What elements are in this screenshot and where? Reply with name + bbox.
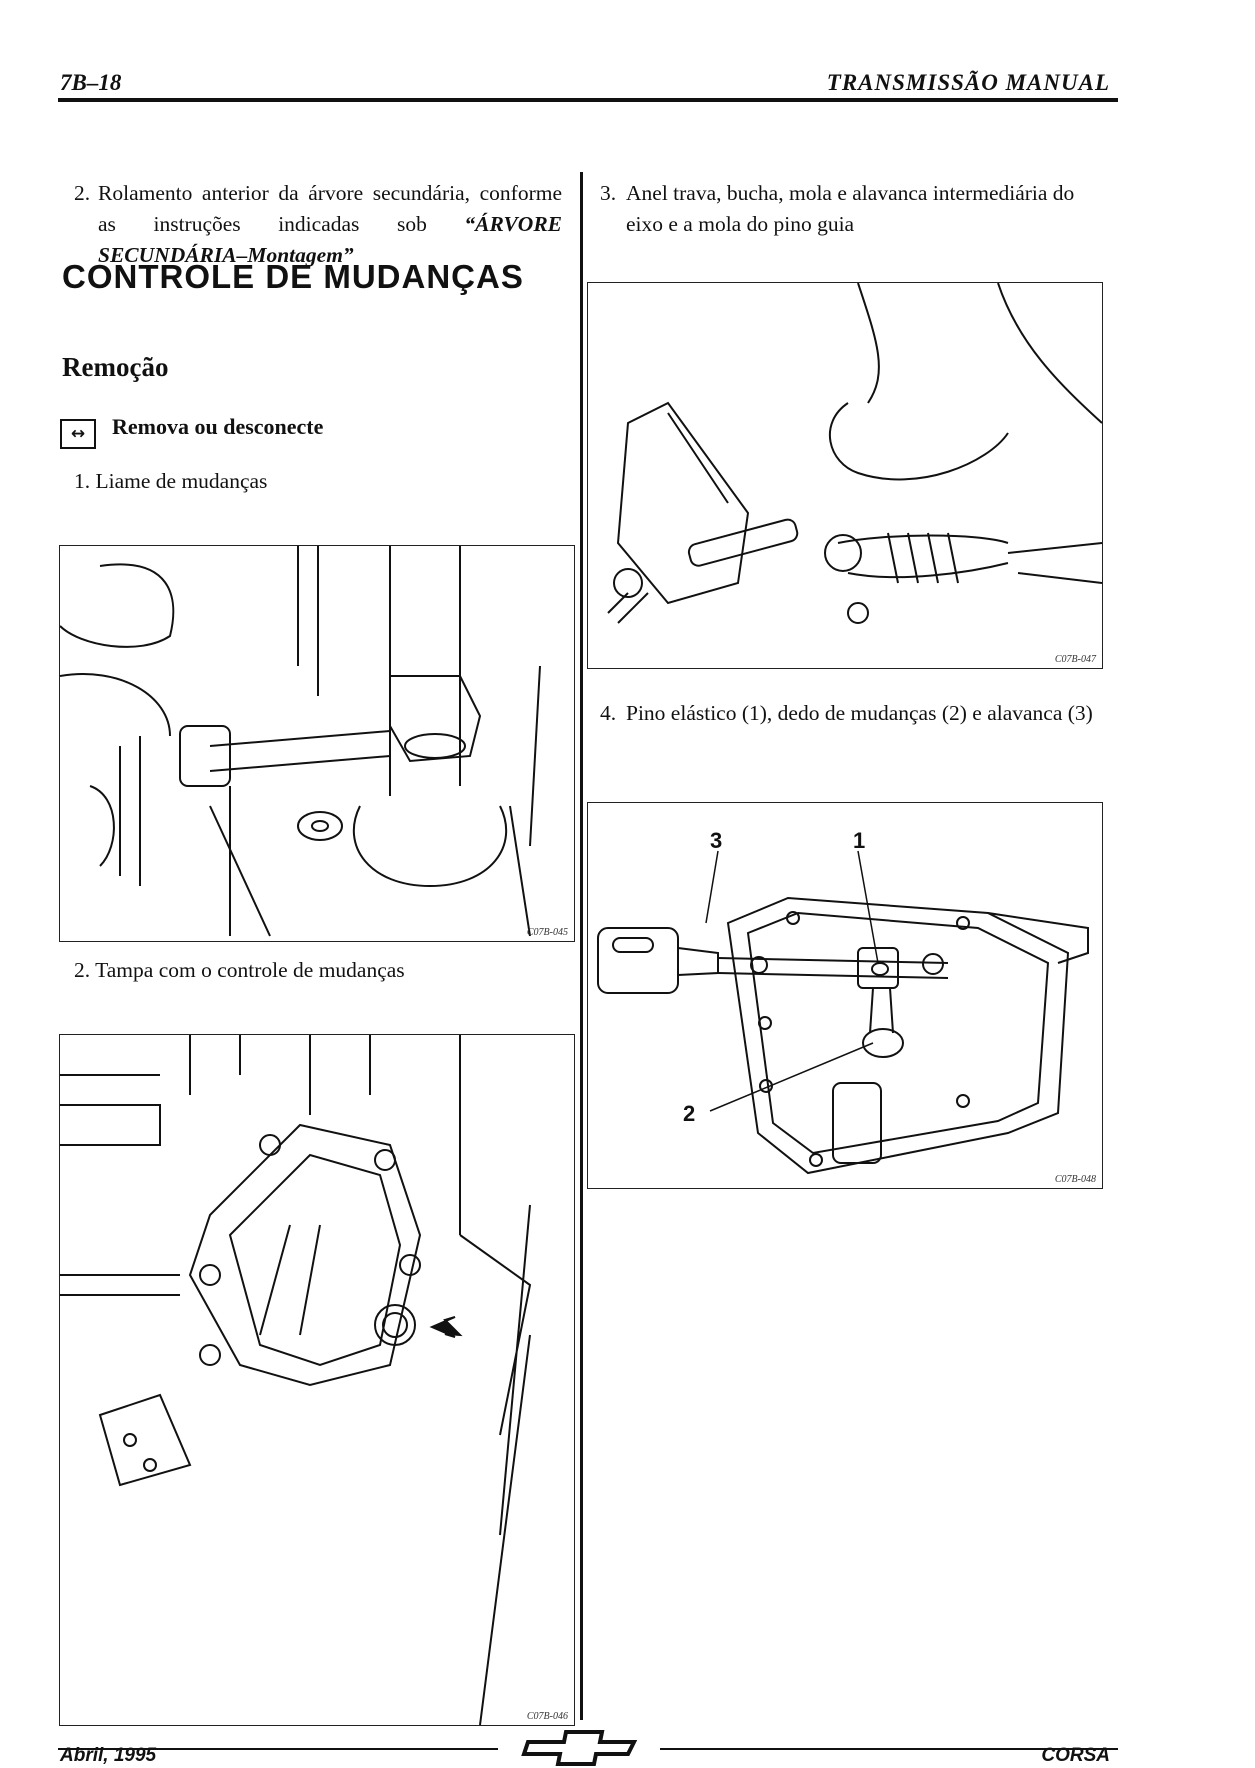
step-4: 4. Pino elástico (1), dedo de mudanças (… (600, 698, 1100, 729)
figure-lock-ring-removal: C07B-047 (587, 282, 1103, 669)
figure-shift-cover: C07B-046 (59, 1034, 575, 1726)
shift-finger-illustration: 3 1 2 (597, 828, 1089, 1175)
figure-shift-linkage: C07B-045 (59, 545, 575, 942)
remove-label: Remova ou desconecte (112, 414, 324, 439)
step-text: Tampa com o controle de mudanças (95, 958, 405, 982)
lock-ring-removal-illustration (607, 283, 1102, 624)
callout-1: 1 (853, 828, 865, 853)
figure-code: C07B-045 (526, 927, 568, 938)
chapter-title: TRANSMISSÃO MANUAL (826, 70, 1110, 95)
remove-disconnect-icon: ↔ (60, 419, 96, 449)
shift-linkage-illustration (60, 546, 541, 937)
cross-reference: “ÁRVORE SECUNDÁRIA–Montagem” (98, 212, 562, 267)
step-number: 3. (600, 181, 617, 205)
figure-code: C07B-048 (1054, 1174, 1096, 1185)
shift-cover-illustration (60, 1035, 532, 1725)
figure-shift-finger: 3 1 2 C07B-048 (587, 802, 1103, 1189)
step-1: 1. Liame de mudanças (74, 466, 267, 497)
step-number: 1. (74, 469, 91, 493)
page-number: 7B–18 (60, 70, 122, 95)
callout-2: 2 (683, 1101, 695, 1126)
step-3: 3. Anel trava, bucha, mola e alavanca in… (600, 178, 1100, 240)
chevrolet-bowtie-logo (520, 1728, 640, 1768)
step-text: Anel trava, bucha, mola e alavanca inter… (626, 181, 1075, 236)
figure-code: C07B-047 (1054, 654, 1096, 665)
header-rule (58, 98, 1118, 102)
step-number: 4. (600, 701, 617, 725)
step-text: Pino elástico (1), dedo de mudanças (2) … (626, 701, 1093, 725)
footer-date: Abril, 1995 (60, 1745, 157, 1766)
callout-3: 3 (710, 828, 722, 853)
step-number: 2. (74, 958, 91, 982)
step-2: 2. Tampa com o controle de mudanças (74, 955, 405, 986)
step-number: 2. (74, 181, 91, 205)
footer-model: CORSA (1041, 1745, 1110, 1766)
step-text: Liame de mudanças (95, 469, 268, 493)
subsection-title: Remoção (62, 352, 169, 382)
previous-step-2: 2. Rolamento anterior da árvore secundár… (62, 178, 562, 271)
section-title: CONTROLE DE MUDANÇAS (62, 258, 524, 295)
column-divider (580, 172, 583, 1720)
figure-code: C07B-046 (526, 1711, 568, 1722)
step-text: Rolamento anterior da árvore secundária,… (98, 181, 562, 236)
